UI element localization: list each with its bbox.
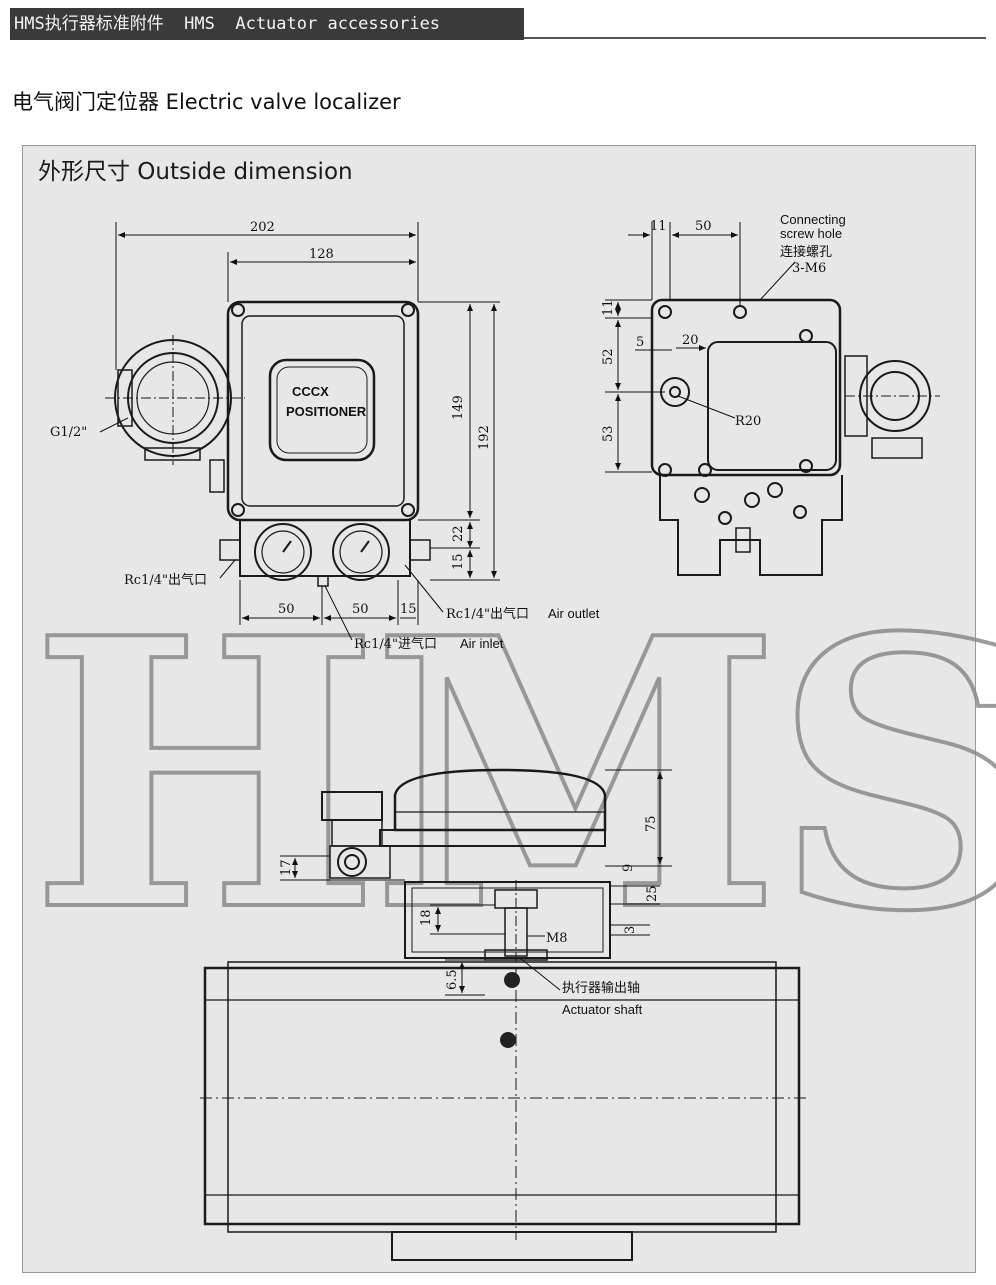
dim-bottom-22: 22 xyxy=(451,525,466,542)
actuator-body xyxy=(200,961,810,1261)
dim-back-top-11: 11 xyxy=(650,219,667,234)
nameplate-model: POSITIONER xyxy=(286,404,367,419)
header-rule xyxy=(524,37,986,39)
panel-title: 外形尺寸 Outside dimension xyxy=(38,159,353,185)
dim-gauge-spacing-2: 50 xyxy=(352,602,369,617)
label-screw-en-1: Connecting xyxy=(780,212,846,227)
back-view xyxy=(650,298,940,576)
dim-back-side-53: 53 xyxy=(601,425,616,442)
label-conduit: G1/2" xyxy=(50,425,87,440)
side-dimensions xyxy=(280,769,672,996)
dim-back-offset-20: 20 xyxy=(682,333,699,348)
watermark-text: HMS xyxy=(30,559,996,993)
label-outlet-en: Air outlet xyxy=(548,606,600,621)
dim-back-top-50: 50 xyxy=(695,219,712,234)
header-title: HMS执行器标准附件 HMS Actuator accessories xyxy=(10,8,524,40)
dim-side-thread: M8 xyxy=(546,931,568,946)
drawing-panel xyxy=(22,145,976,1273)
back-plate xyxy=(650,298,842,477)
nameplate-brand: CCCX xyxy=(292,384,329,399)
dim-height-overall: 192 xyxy=(477,425,492,450)
shaft-mark-mid xyxy=(500,1032,516,1048)
positioner-side-body xyxy=(393,768,607,832)
dim-gauge-spacing-3: 15 xyxy=(400,602,417,617)
dim-side-9: 9 xyxy=(621,864,636,872)
dim-back-side-11: 11 xyxy=(601,299,616,316)
dim-side-75: 75 xyxy=(644,815,659,832)
label-screw-en-2: screw hole xyxy=(780,226,842,241)
dim-width-overall: 202 xyxy=(250,220,275,235)
front-view xyxy=(105,300,431,587)
side-view xyxy=(321,768,611,965)
dim-side-3: 3 xyxy=(623,926,638,934)
nameplate xyxy=(268,358,376,462)
dim-side-18: 18 xyxy=(419,909,434,926)
dim-back-side-52: 52 xyxy=(601,348,616,365)
header-bar: HMS执行器标准附件 HMS Actuator accessories xyxy=(0,0,996,40)
dim-side-17: 17 xyxy=(279,859,294,876)
dim-bottom-15: 15 xyxy=(451,553,466,570)
label-shaft-cn: 执行器输出轴 xyxy=(562,980,640,996)
shaft-mark-top xyxy=(504,972,520,988)
dim-back-offset-5: 5 xyxy=(636,335,644,350)
dim-width-body: 128 xyxy=(309,247,334,262)
dim-back-radius: R20 xyxy=(735,414,761,429)
label-screw-spec: 3-M6 xyxy=(792,261,826,276)
dim-gauge-spacing-1: 50 xyxy=(278,602,295,617)
dim-side-25: 25 xyxy=(645,885,660,902)
front-dimensions xyxy=(99,222,500,641)
label-inlet-en: Air inlet xyxy=(460,636,504,651)
mounting-bracket xyxy=(404,881,611,959)
dim-side-6-5: 6.5 xyxy=(445,969,460,990)
page-subtitle: 电气阀门定位器 Electric valve localizer xyxy=(12,90,401,114)
label-shaft-en: Actuator shaft xyxy=(562,1002,643,1017)
label-outlet-cn: Rc1/4"出气口 xyxy=(446,606,529,622)
dim-height-body: 149 xyxy=(451,395,466,420)
back-dimensions xyxy=(605,222,796,473)
label-inlet-cn: Rc1/4"进气口 xyxy=(354,636,437,652)
pressure-gauge-right xyxy=(332,523,390,581)
label-port-left: Rc1/4"出气口 xyxy=(124,572,207,588)
label-screw-cn: 连接螺孔 xyxy=(780,244,832,260)
pressure-gauge-left xyxy=(254,523,312,581)
